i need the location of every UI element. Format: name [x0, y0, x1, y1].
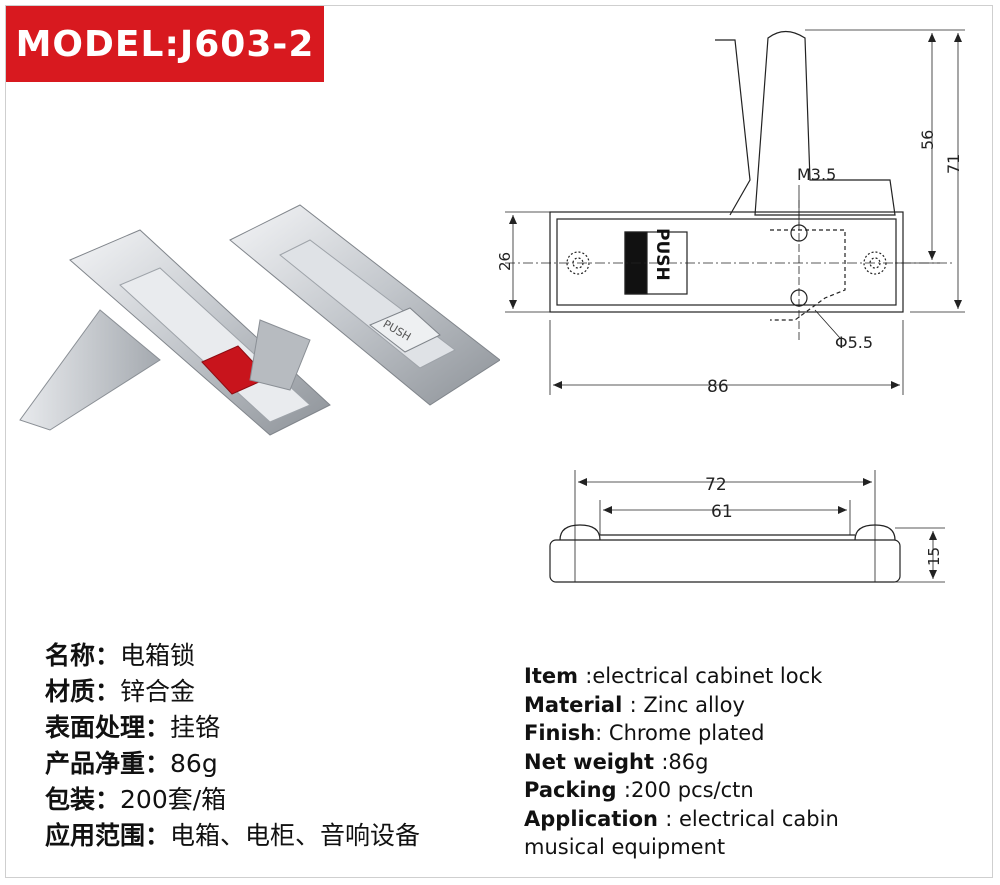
technical-drawing-top: 26 86 56 71 M3.5 Φ5.5 PUSH: [496, 29, 965, 397]
spec-row-cn: 表面处理：挂铬: [45, 710, 420, 746]
spec-row-cn: 应用范围：电箱、电柜、音响设备: [45, 818, 420, 854]
body-outline: [549, 211, 904, 313]
dim-15: 15: [925, 547, 943, 566]
dim-71: 71: [944, 154, 963, 174]
spec-value: :electrical cabinet lock: [585, 664, 823, 688]
spec-row-en: Application : electrical cabin: [524, 805, 839, 834]
spec-value: musical equipment: [524, 835, 726, 859]
spec-list-en: Item :electrical cabinet lock Material :…: [524, 662, 839, 862]
dim-61: 61: [711, 502, 733, 522]
spec-row-en: Material : Zinc alloy: [524, 691, 839, 720]
spec-value: 电箱锁: [120, 641, 196, 670]
spec-value: : Chrome plated: [595, 721, 765, 745]
spec-value: 200套/箱: [120, 785, 227, 814]
dim-26: 26: [496, 252, 514, 271]
dim-56: 56: [918, 130, 937, 150]
spec-key: Net weight: [524, 749, 662, 774]
spec-key: Application: [524, 806, 666, 831]
spec-key: Item: [524, 664, 586, 688]
spec-key: 应用范围：: [45, 821, 171, 850]
spec-key: Material: [524, 692, 630, 717]
spec-row-en: musical equipment: [524, 833, 839, 862]
spec-key: 名称：: [45, 641, 121, 670]
spec-row-en: Packing :200 pcs/ctn: [524, 776, 839, 805]
spec-value: 电箱、电柜、音响设备: [170, 821, 421, 850]
product-photo: PUSH: [19, 204, 500, 436]
spec-row-en: Finish: Chrome plated: [524, 719, 839, 748]
spec-row-cn: 产品净重：86g: [45, 746, 420, 782]
spec-value: : electrical cabin: [665, 806, 839, 831]
model-label: MODEL:J603-2: [15, 23, 315, 65]
spec-value: : Zinc alloy: [629, 692, 745, 717]
spec-row-cn: 包装：200套/箱: [45, 782, 420, 818]
spec-row-en: Net weight :86g: [524, 748, 839, 777]
dim-phi55: Φ5.5: [835, 333, 873, 352]
spec-value: :200 pcs/ctn: [623, 778, 754, 802]
spec-value: 86g: [170, 749, 218, 778]
model-banner: MODEL:J603-2: [6, 6, 324, 82]
technical-drawing-side: 72 61 15: [549, 470, 945, 583]
spec-key: 产品净重：: [45, 749, 171, 778]
spec-value: :86g: [661, 749, 709, 774]
tongue-outline: [715, 39, 751, 216]
dim-72: 72: [705, 475, 727, 495]
spec-row-cn: 材质：锌合金: [45, 674, 420, 710]
spec-value: 挂铬: [170, 713, 221, 742]
push-label: PUSH: [652, 228, 672, 281]
spec-list-cn: 名称：电箱锁 材质：锌合金 表面处理：挂铬 产品净重：86g 包装：200套/箱…: [45, 638, 420, 854]
left-lock-tongue: [19, 309, 161, 431]
spec-key: Packing: [524, 778, 624, 802]
spec-key: 表面处理：: [45, 713, 171, 742]
spec-key: Finish: [524, 721, 596, 745]
dim-86: 86: [707, 377, 729, 397]
spec-key: 材质：: [45, 677, 121, 706]
spec-key: 包装：: [45, 785, 121, 814]
spec-row-en: Item :electrical cabinet lock: [524, 662, 839, 691]
dim-m35: M3.5: [797, 165, 836, 184]
spec-row-cn: 名称：电箱锁: [45, 638, 420, 674]
image-frame: [5, 5, 993, 878]
spec-value: 锌合金: [120, 677, 196, 706]
